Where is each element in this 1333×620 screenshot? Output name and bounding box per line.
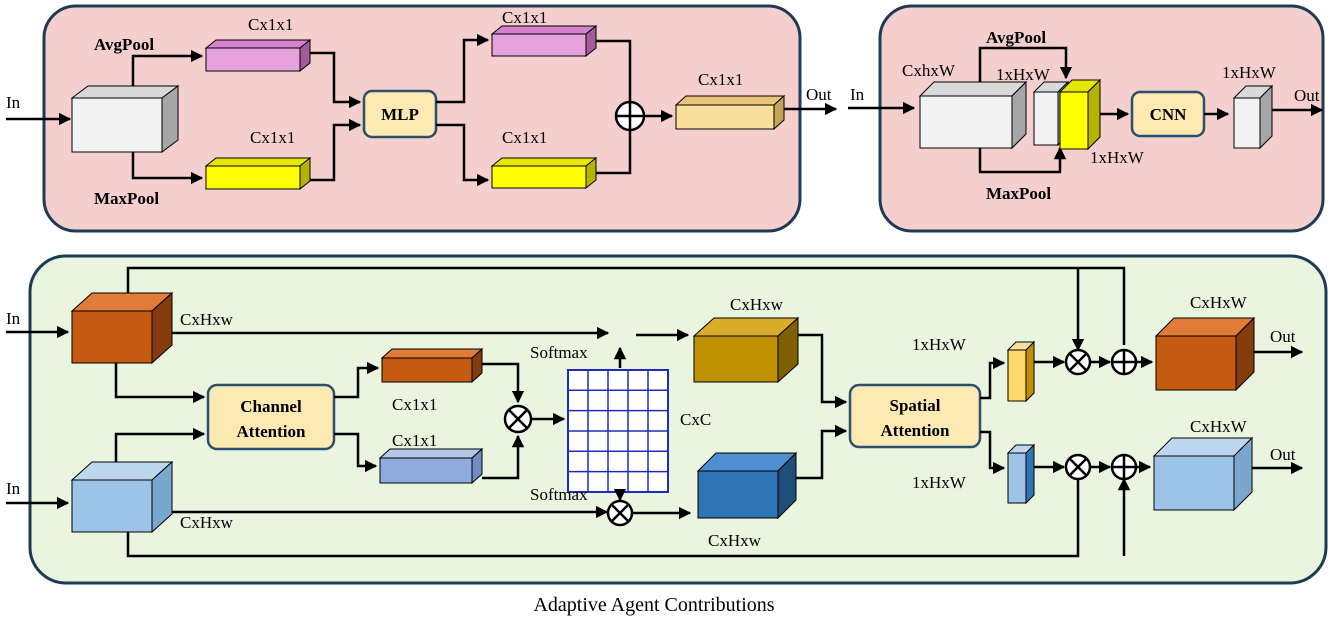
ca-mlp-bottom-cube	[490, 156, 598, 190]
adaptive-agent-panel	[28, 254, 1328, 585]
agent-top-feature-cube	[692, 316, 800, 384]
agent-softmax-top-label: Softmax	[530, 343, 588, 362]
cnn-label: CNN	[1150, 105, 1188, 124]
ca-max-dim-label: Cx1x1	[250, 128, 295, 147]
agent-matrix-dim-label: CxC	[680, 410, 711, 429]
ca-in-label: In	[6, 93, 21, 112]
agent-bottom-input-cube	[70, 460, 174, 534]
ca-maxpool-cube	[204, 156, 312, 191]
agent-channel-attention-box	[206, 383, 336, 451]
adaptive-agent-module: In In CxHxw CxHxw Channel Attention	[6, 266, 1304, 558]
sa-output-cube	[1232, 84, 1274, 150]
agent-sa-top-dim-label: 1xHxW	[912, 335, 967, 354]
agent-sa-bottom-cube	[1006, 443, 1036, 505]
agent-out-top-label: Out	[1270, 327, 1296, 346]
agent-spatial-attention-label-1: Spatial	[889, 396, 940, 415]
ca-result-cube	[674, 94, 786, 131]
agent-in-top-label: In	[6, 309, 21, 328]
agent-cxc-matrix	[567, 369, 669, 493]
ca-out-label: Out	[806, 85, 832, 104]
agent-bottom-add-operator	[1110, 453, 1138, 481]
sa-out-label: Out	[1294, 86, 1320, 105]
agent-channel-attention-label-1: Channel	[240, 397, 302, 416]
ca-result-dim-label: Cx1x1	[698, 70, 743, 89]
agent-out-top-dim-label: CxHxW	[1190, 293, 1248, 312]
spatial-attention-module: In CxhxW AvgPool MaxPool 1xHxW 1xHxW CNN	[848, 28, 1324, 203]
agent-sa-top-cube	[1006, 340, 1036, 403]
ca-mlp-top-dim-label: Cx1x1	[502, 8, 547, 27]
sa-maxpool-cube	[1058, 78, 1102, 151]
mlp-label: MLP	[381, 105, 419, 124]
agent-out-bottom-label: Out	[1270, 445, 1296, 464]
ca-avgpool-label: AvgPool	[94, 35, 154, 54]
sa-max-dim-label: 1xHxW	[1090, 148, 1145, 167]
agent-top-feature-dim-label: CxHxw	[730, 295, 784, 314]
mlp-box	[362, 89, 438, 139]
agent-spatial-attention-box	[848, 383, 982, 449]
agent-top-add-operator	[1110, 348, 1138, 376]
ca-add-operator	[614, 100, 646, 132]
sa-maxpool-label: MaxPool	[986, 184, 1051, 203]
agent-ca-multiply-operator	[503, 404, 533, 434]
ca-avgpool-cube	[204, 38, 312, 73]
ca-avg-dim-label: Cx1x1	[248, 15, 293, 34]
agent-ca-bottom-dim-label: Cx1x1	[392, 431, 437, 450]
agent-top-input-cube	[70, 291, 174, 365]
agent-bottom-feature-cube	[696, 451, 798, 520]
agent-bottom-sa-multiply-operator	[1064, 453, 1092, 481]
agent-bottom-input-dim-label: CxHxw	[180, 513, 234, 532]
channel-attention-module: In AvgPool MaxPool Cx1x1 Cx1x1	[6, 8, 838, 208]
sa-avg-dim-label: 1xHxW	[996, 65, 1051, 84]
agent-bottom-output-cube	[1152, 436, 1254, 512]
agent-ca-top-dim-label: Cx1x1	[392, 395, 437, 414]
agent-spatial-attention-label-2: Attention	[881, 421, 950, 440]
agent-channel-attention-label-2: Attention	[237, 422, 306, 441]
agent-top-output-cube	[1154, 316, 1256, 392]
sa-input-dim-label: CxhxW	[902, 61, 956, 80]
spatial-attention-panel	[878, 4, 1325, 233]
ca-maxpool-label: MaxPool	[94, 189, 159, 208]
agent-in-bottom-label: In	[6, 479, 21, 498]
agent-sa-bottom-dim-label: 1xHxW	[912, 473, 967, 492]
agent-bottom-feature-dim-label: CxHxw	[708, 531, 762, 550]
ca-mlp-bottom-dim-label: Cx1x1	[502, 128, 547, 147]
agent-top-input-dim-label: CxHxw	[180, 310, 234, 329]
ca-input-cube	[70, 85, 180, 153]
agent-bottom-multiply-operator	[606, 499, 634, 527]
sa-output-dim-label: 1xHxW	[1222, 63, 1277, 82]
agent-out-bottom-dim-label: CxHxW	[1190, 417, 1248, 436]
ca-mlp-top-cube	[490, 24, 598, 58]
agent-ca-bottom-cube	[378, 447, 484, 485]
agent-top-multiply-operator	[1064, 348, 1092, 376]
agent-ca-top-cube	[380, 347, 484, 384]
agent-softmax-bottom-label: Softmax	[530, 485, 588, 504]
figure-caption: Adaptive Agent Contributions	[533, 594, 774, 616]
sa-input-cube	[918, 80, 1028, 150]
sa-avgpool-label: AvgPool	[986, 28, 1046, 47]
sa-in-label: In	[850, 85, 865, 104]
